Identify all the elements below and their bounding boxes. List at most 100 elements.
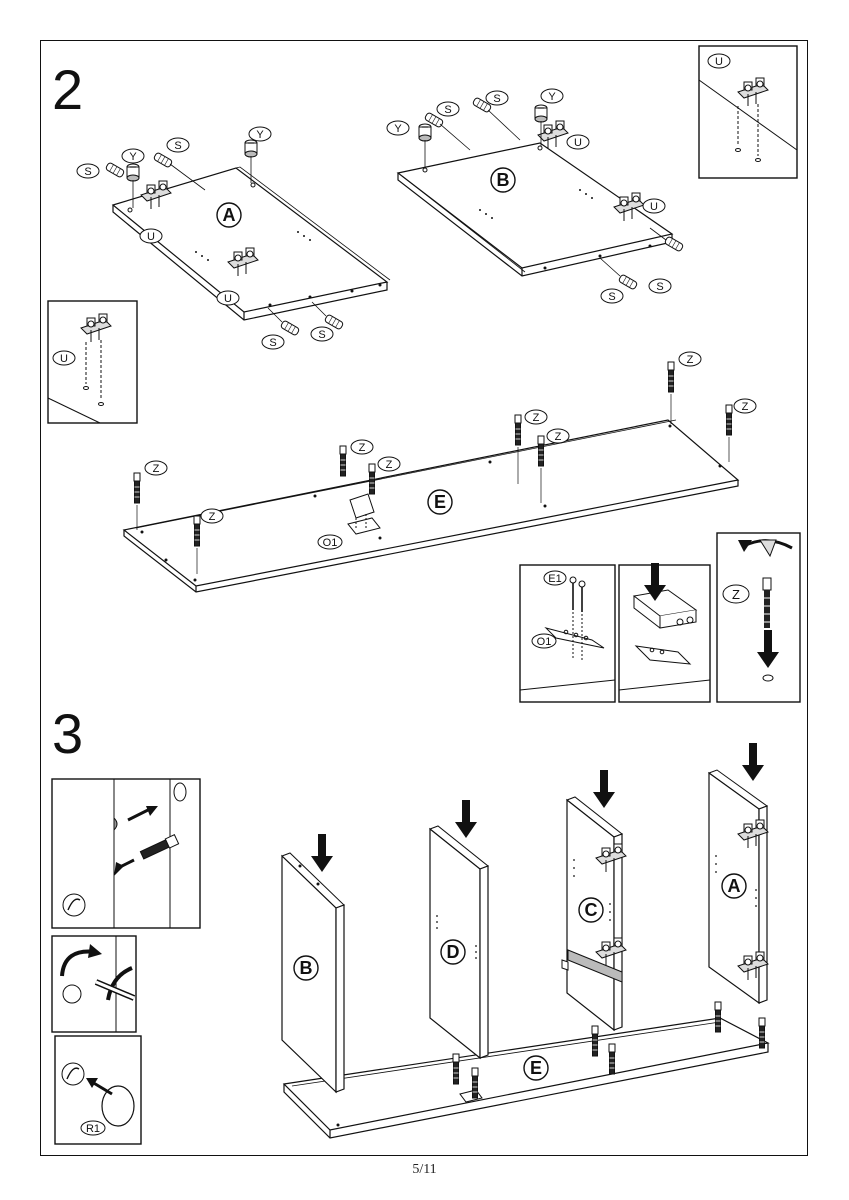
tag-z: Z [722,584,750,604]
tag-y: Y [540,88,564,104]
svg-text:Z: Z [687,354,694,366]
tag-z: Z [144,460,168,476]
svg-text:C: C [585,900,598,920]
svg-text:Y: Y [129,151,137,163]
svg-text:Z: Z [533,412,540,424]
panel-label-a: A [216,202,242,228]
svg-text:E: E [434,492,446,512]
svg-text:Z: Z [209,511,216,523]
tag-z: Z [678,351,702,367]
tag-z: Z [350,439,374,455]
svg-text:D: D [447,942,460,962]
inset-screwdriver [51,935,137,1033]
svg-text:Z: Z [153,463,160,475]
inset-cam-bolt [716,532,801,703]
tag-z: Z [546,428,570,444]
cam-bolt-icon [514,414,522,446]
svg-text:R1: R1 [86,1123,100,1135]
svg-text:U: U [574,137,582,149]
tag-s: S [648,278,672,294]
tag-u: U [139,228,163,244]
tag-z: Z [733,398,757,414]
tag-s: S [76,163,100,179]
dowel-icon [152,151,174,169]
svg-text:S: S [444,104,451,116]
svg-text:Y: Y [394,123,402,135]
tag-y: Y [386,120,410,136]
cam-lock-icon [126,163,140,182]
svg-text:Z: Z [386,459,393,471]
tag-u: U [707,53,731,69]
tag-u: U [52,350,76,366]
svg-text:A: A [728,876,741,896]
cam-lock-icon [534,104,548,123]
tag-z: Z [200,508,224,524]
panel-label-a: A [721,873,747,899]
svg-text:S: S [318,329,325,341]
tag-s: S [485,90,509,106]
inset-dowel-insert [51,778,201,929]
down-arrow-icon [311,834,333,872]
cam-lock-icon [244,139,258,158]
cam-bolt-icon [591,1025,599,1057]
svg-text:U: U [147,231,155,243]
panel-label-e: E [427,489,453,515]
page-frame [40,40,808,1156]
svg-text:B: B [497,170,510,190]
svg-text:S: S [84,166,91,178]
svg-text:B: B [300,958,313,978]
tag-r1: R1 [80,1120,106,1136]
cam-bolt-icon [339,445,347,477]
dowel-icon [663,235,685,253]
svg-text:O1: O1 [537,636,552,648]
svg-text:S: S [656,281,663,293]
inset-press-cover [618,564,711,703]
panel-label-e: E [523,1055,549,1081]
panel-label-b: B [293,955,319,981]
panel-label-c: C [578,897,604,923]
svg-text:A: A [223,205,236,225]
svg-text:S: S [269,337,276,349]
tag-y: Y [248,126,272,142]
svg-text:U: U [715,56,723,68]
tag-s: S [436,101,460,117]
panel-e-base [282,1017,770,1139]
svg-text:S: S [608,291,615,303]
svg-text:O1: O1 [323,537,338,549]
svg-text:Z: Z [359,442,366,454]
cam-bolt-icon [133,472,141,504]
svg-text:U: U [650,201,658,213]
cam-bolt-icon [714,1001,722,1033]
cam-bolt-icon [725,404,733,436]
step-number-2: 2 [52,58,84,121]
rail-bracket-o1 [347,493,381,535]
cam-bolt-icon [368,463,376,495]
tag-o1: O1 [531,633,557,649]
svg-text:E1: E1 [548,573,561,585]
cam-bolt-icon [193,515,201,547]
tag-z: Z [524,409,548,425]
inset-screw-rail [519,564,616,703]
tag-s: S [310,326,334,342]
tag-s: S [600,288,624,304]
cam-bolt-icon [608,1043,616,1075]
svg-text:S: S [174,140,181,152]
cam-bolt-icon [471,1067,479,1099]
down-arrow-icon [455,800,477,838]
tag-s: S [261,334,285,350]
cam-bolt-icon [758,1017,766,1049]
panel-a-board [111,166,391,321]
cam-bolt-icon [452,1053,460,1085]
page-number: 5/11 [412,1162,437,1177]
tag-u: U [566,134,590,150]
dowel-icon [617,273,639,291]
down-arrow-icon [593,770,615,808]
tag-y: Y [121,148,145,164]
panel-label-d: D [440,939,466,965]
cam-bolt-icon [667,361,675,393]
svg-text:Z: Z [732,587,740,602]
tag-o1: O1 [317,534,343,550]
panel-label-b: B [490,167,516,193]
tag-u: U [642,198,666,214]
